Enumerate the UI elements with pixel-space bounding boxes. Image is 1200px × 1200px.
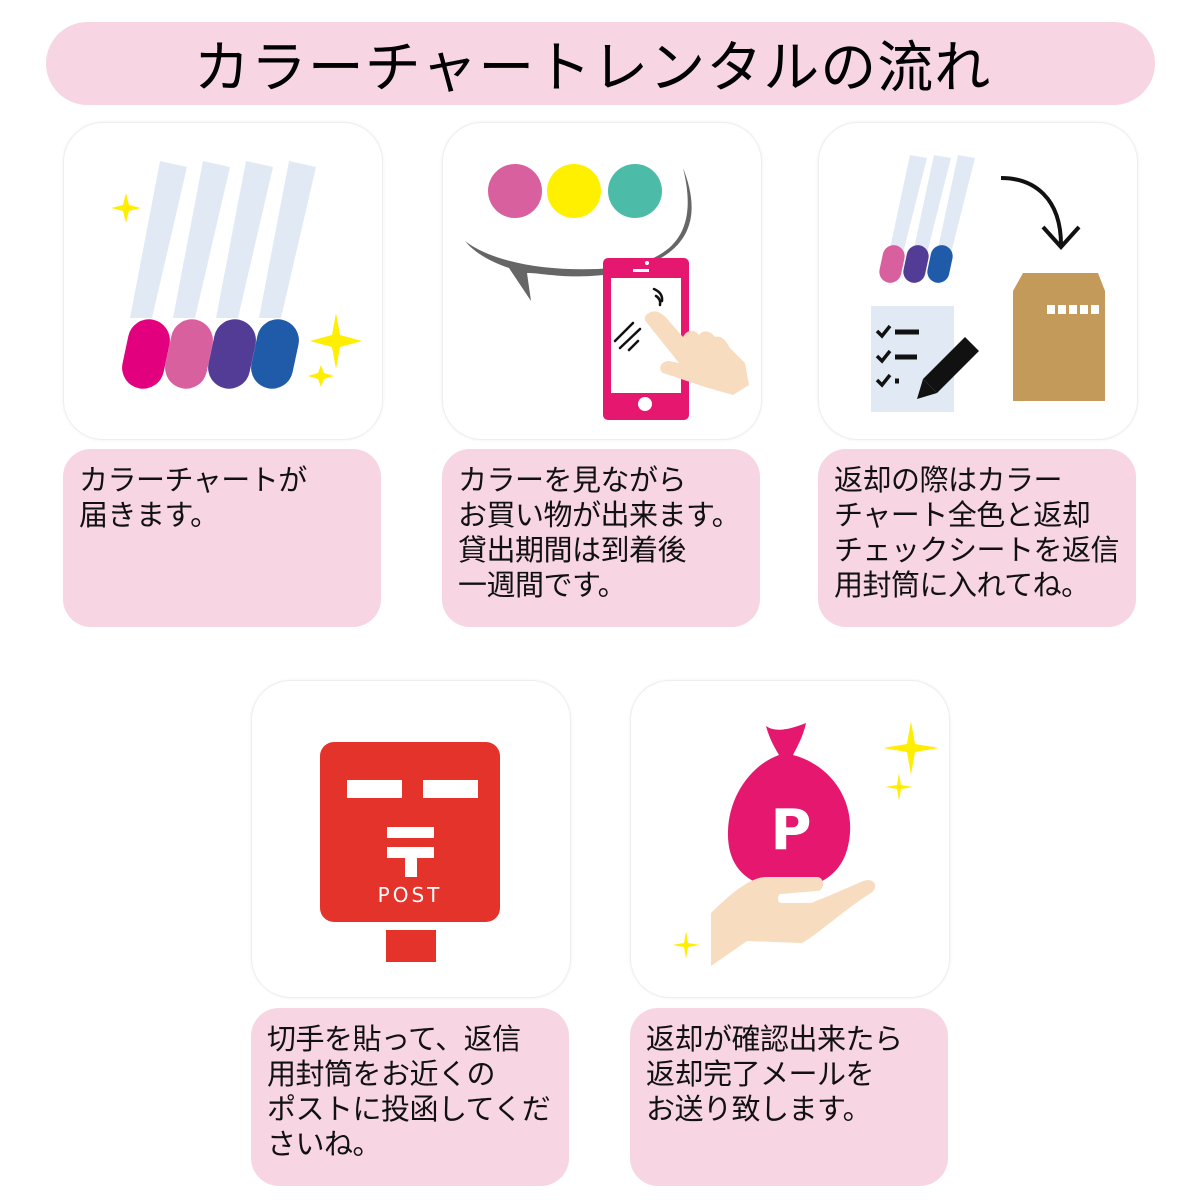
step-text-line: 届きます。 (79, 498, 219, 532)
sparkle-icon (672, 721, 939, 959)
return-envelope-icon (871, 155, 1105, 412)
step-2-text-box: カラーを見ながら お買い物が出来ます。 貸出期間は到着後 一週間です。 (442, 449, 760, 627)
points-bag-icon: P (672, 721, 939, 966)
step-text-line: チェックシートを返信 (834, 533, 1120, 567)
envelope-icon (1013, 273, 1105, 401)
step-text-line: 返却が確認出来たら (646, 1022, 903, 1056)
step-text-line: お送り致します。 (646, 1092, 872, 1126)
color-chart-strips-icon (111, 161, 362, 389)
checklist-icon (871, 306, 979, 412)
title-banner: カラーチャートレンタルの流れ (46, 22, 1155, 105)
step-4-icon-card: POST (251, 680, 571, 998)
step-text-line: さいね。 (267, 1127, 382, 1161)
curved-arrow-icon (1000, 176, 1063, 246)
step-text-line: ポストに投函してくだ (267, 1092, 551, 1126)
post-box-icon: POST (320, 742, 500, 962)
open-hand-icon (711, 877, 876, 966)
step-text-line: 一週間です。 (458, 568, 627, 602)
step-1-icon-card (63, 122, 383, 440)
step-text-line: カラーを見ながら (458, 463, 687, 497)
step-text-line: 返却完了メールを (646, 1057, 875, 1091)
step-text-line: 切手を貼って、返信 (267, 1022, 521, 1056)
step-text-line: 返却の際はカラー (834, 463, 1063, 497)
post-label: POST (378, 883, 443, 907)
pointing-hand-icon (644, 311, 749, 395)
postal-mark-icon (387, 827, 434, 877)
step-2-icon-card (442, 122, 762, 440)
step-3-text-box: 返却の際はカラー チャート全色と返却 チェックシートを返信 用封筒に入れてね。 (818, 449, 1136, 627)
step-text-line: 貸出期間は到着後 (458, 533, 687, 567)
step-text-line: 用封筒に入れてね。 (834, 568, 1090, 602)
step-1-text-box: カラーチャートが 届きます。 (63, 449, 381, 627)
step-5-icon-card: P (630, 680, 950, 998)
step-4-text-box: 切手を貼って、返信 用封筒をお近くの ポストに投函してくだ さいね。 (251, 1008, 569, 1186)
step-text-line: チャート全色と返却 (834, 498, 1091, 532)
smartphone-shopping-icon (465, 164, 749, 420)
bag-letter: P (770, 798, 811, 863)
step-text-line: 用封筒をお近くの (267, 1057, 496, 1091)
step-3-icon-card (818, 122, 1138, 440)
step-5-text-box: 返却が確認出来たら 返却完了メールを お送り致します。 (630, 1008, 948, 1186)
sparkle-icon (111, 193, 362, 387)
step-text-line: カラーチャートが (79, 463, 307, 497)
page-title: カラーチャートレンタルの流れ (193, 36, 992, 101)
step-text-line: お買い物が出来ます。 (458, 498, 741, 532)
pencil-icon (917, 337, 979, 399)
money-bag-icon: P (727, 723, 851, 886)
